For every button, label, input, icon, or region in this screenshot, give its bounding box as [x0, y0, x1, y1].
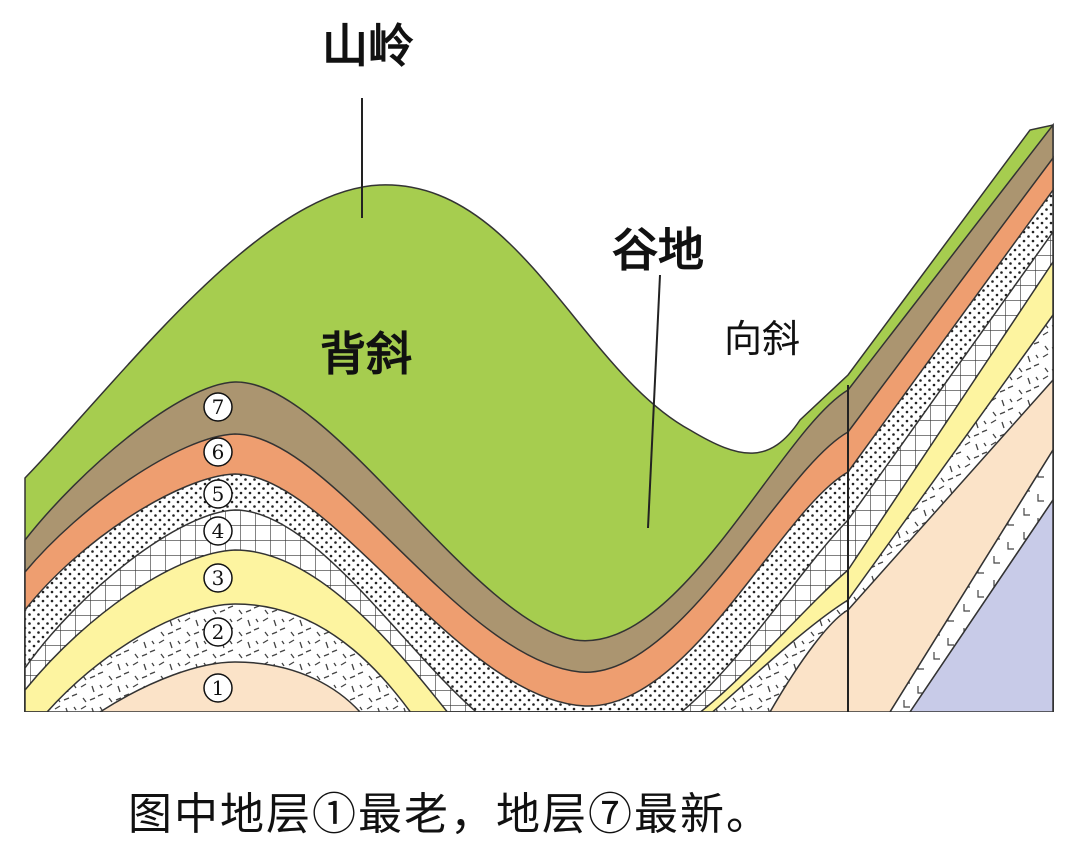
- mountain-label: 山岭: [322, 19, 414, 73]
- caption: 图中地层①最老，地层⑦最新。: [128, 789, 772, 840]
- layer-number-2: 2: [203, 617, 233, 647]
- svg-text:4: 4: [212, 519, 225, 543]
- layer-number-6: 6: [203, 437, 233, 467]
- layer-1: [98, 378, 1054, 712]
- svg-text:2: 2: [212, 620, 225, 644]
- svg-text:7: 7: [212, 395, 225, 419]
- layer-number-1: 1: [203, 673, 233, 703]
- svg-text:6: 6: [212, 440, 225, 464]
- anticline-label: 背斜: [320, 327, 412, 381]
- layer-number-3: 3: [203, 563, 233, 593]
- layer-3: [24, 259, 1054, 712]
- layer-base: [909, 497, 1054, 712]
- layer-number-7: 7: [203, 392, 233, 422]
- fold-diagram: 山岭 谷地 背斜 向斜 7 6 5 4 3 2 1: [24, 19, 1054, 712]
- valley-leader: [647, 274, 661, 529]
- layer-numbers: 7 6 5 4 3 2 1: [203, 392, 233, 703]
- syncline-label: 向斜: [724, 317, 800, 361]
- layer-2: [25, 312, 1054, 712]
- valley-label: 谷地: [612, 223, 704, 277]
- layer-number-5: 5: [203, 479, 233, 509]
- svg-text:3: 3: [212, 566, 225, 590]
- layer-number-4: 4: [203, 516, 233, 546]
- svg-text:5: 5: [212, 482, 225, 506]
- svg-text:1: 1: [212, 676, 225, 700]
